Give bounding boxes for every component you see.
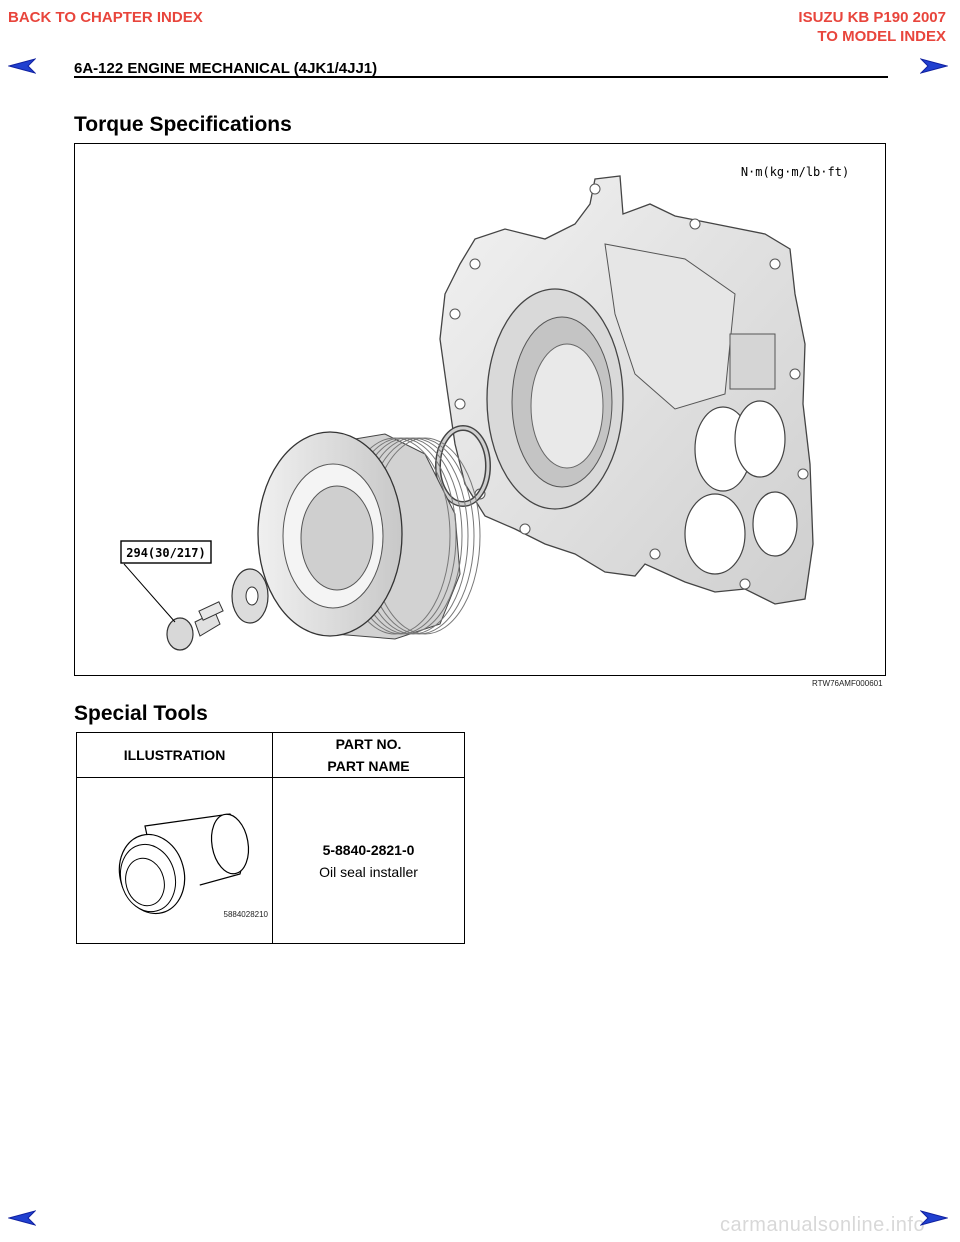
illustration-column-header: ILLUSTRATION [76,732,273,778]
tools-header-row: ILLUSTRATION PART NO. PART NAME [76,732,465,778]
tool-part-cell: 5-8840-2821-0 Oil seal installer [272,777,465,944]
torque-callout-label: 294(30/217) [126,546,205,560]
tool-image-code: 5884028210 [223,910,269,919]
special-tools-table: ILLUSTRATION PART NO. PART NAME 58840282… [76,732,465,944]
prev-page-arrow-icon[interactable] [8,1210,36,1226]
engine-front-cover-illustration: 294(30/217) N·m(kg·m/lb·ft) [120,165,849,651]
next-page-arrow-icon[interactable] [920,1210,948,1226]
part-column-header: PART NO. PART NAME [272,732,465,778]
page-header-title: 6A-122 ENGINE MECHANICAL (4JK1/4JJ1) [74,60,378,77]
oil-seal-installer-illustration [118,812,249,914]
next-page-arrow-icon[interactable] [920,58,948,74]
header-rule [74,76,888,78]
table-row: 5884028210 5-8840-2821-0 Oil seal instal… [76,777,465,944]
back-to-chapter-index-link[interactable]: BACK TO CHAPTER INDEX [8,9,203,26]
tool-illustration-cell: 5884028210 [76,777,273,944]
torque-unit-label: N·m(kg·m/lb·ft) [741,165,849,179]
torque-specifications-heading: Torque Specifications [74,113,292,136]
tool-part-name: Oil seal installer [319,863,418,880]
footer-watermark: carmanualsonline.info [720,1214,926,1236]
tool-part-number: 5-8840-2821-0 [322,841,415,858]
torque-figure-code: RTW76AMF000601 [812,679,883,688]
prev-page-arrow-icon[interactable] [8,58,36,74]
model-title-link[interactable]: ISUZU KB P190 2007 [798,9,946,26]
special-tools-heading: Special Tools [74,702,208,725]
torque-figure: 294(30/217) N·m(kg·m/lb·ft) [74,143,886,676]
to-model-index-link[interactable]: TO MODEL INDEX [817,28,946,45]
